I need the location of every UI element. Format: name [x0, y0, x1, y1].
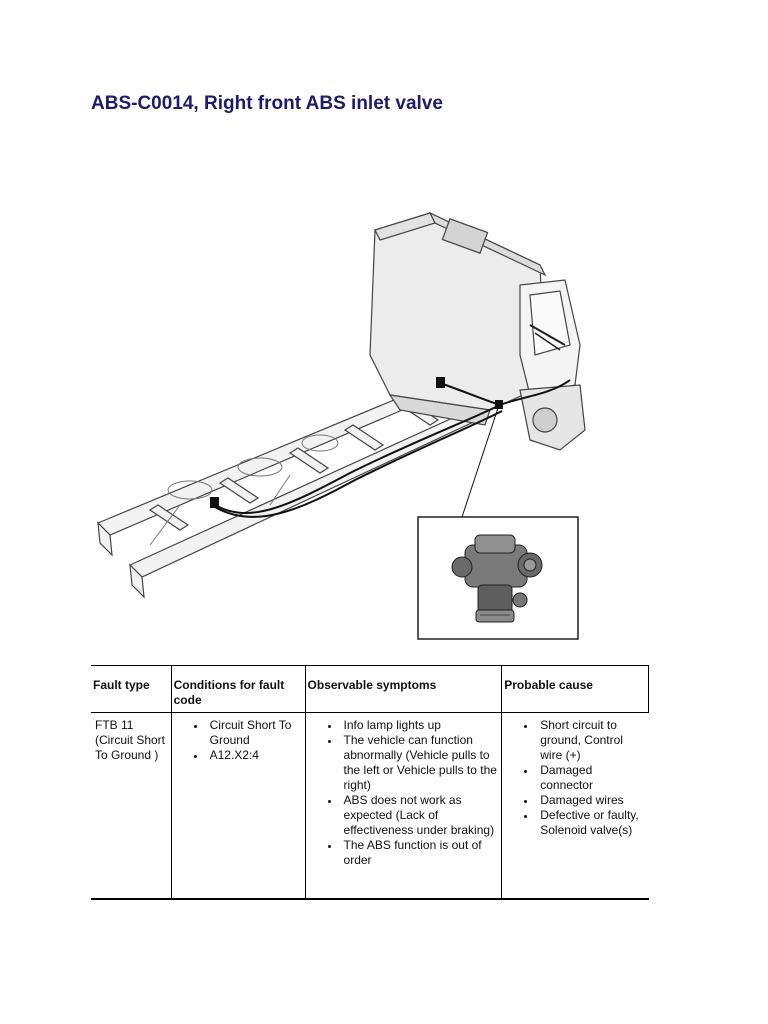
header-fault-type: Fault type [91, 665, 172, 713]
cause-item: Short circuit to ground, Control wire (+… [536, 718, 644, 763]
harness-connectors [210, 377, 503, 508]
cell-symptoms: Info lamp lights up The vehicle can func… [304, 712, 503, 900]
fault-table: Fault type Conditions for fault code Obs… [91, 665, 649, 900]
table-row: FTB 11 (Circuit Short To Ground ) Circui… [91, 712, 649, 900]
page-title: ABS-C0014, Right front ABS inlet valve [91, 93, 443, 114]
truck-chassis-illustration [90, 205, 590, 645]
cell-probable-cause: Short circuit to ground, Control wire (+… [501, 712, 649, 900]
header-probable-cause: Probable cause [501, 665, 649, 713]
symptom-item: ABS does not work as expected (Lack of e… [340, 793, 498, 838]
header-conditions: Conditions for fault code [170, 665, 306, 713]
symptom-item: The vehicle can function abnormally (Veh… [340, 733, 498, 793]
symptom-item: The ABS function is out of order [340, 838, 498, 868]
header-symptoms: Observable symptoms [304, 665, 503, 713]
cell-fault-type: FTB 11 (Circuit Short To Ground ) [91, 712, 172, 900]
fault-type-text: FTB 11 (Circuit Short To Ground ) [95, 718, 166, 762]
frame-details [149, 434, 339, 546]
cell-conditions: Circuit Short To Ground A12.X2:4 [170, 712, 306, 900]
truck-cab [369, 211, 586, 451]
cause-item: Defective or faulty, Solenoid valve(s) [536, 808, 644, 838]
conditions-list: Circuit Short To Ground A12.X2:4 [176, 718, 301, 763]
callout-line [461, 404, 500, 518]
condition-item: A12.X2:4 [206, 748, 301, 763]
symptom-item: Info lamp lights up [340, 718, 498, 733]
symptoms-list: Info lamp lights up The vehicle can func… [310, 718, 498, 868]
cause-item: Damaged connector [536, 763, 644, 793]
cause-item: Damaged wires [536, 793, 644, 808]
causes-list: Short circuit to ground, Control wire (+… [506, 718, 644, 838]
table-header-row: Fault type Conditions for fault code Obs… [91, 665, 649, 713]
truck-diagram-svg [96, 211, 586, 640]
abs-valve-icon [451, 534, 543, 623]
condition-item: Circuit Short To Ground [206, 718, 301, 748]
